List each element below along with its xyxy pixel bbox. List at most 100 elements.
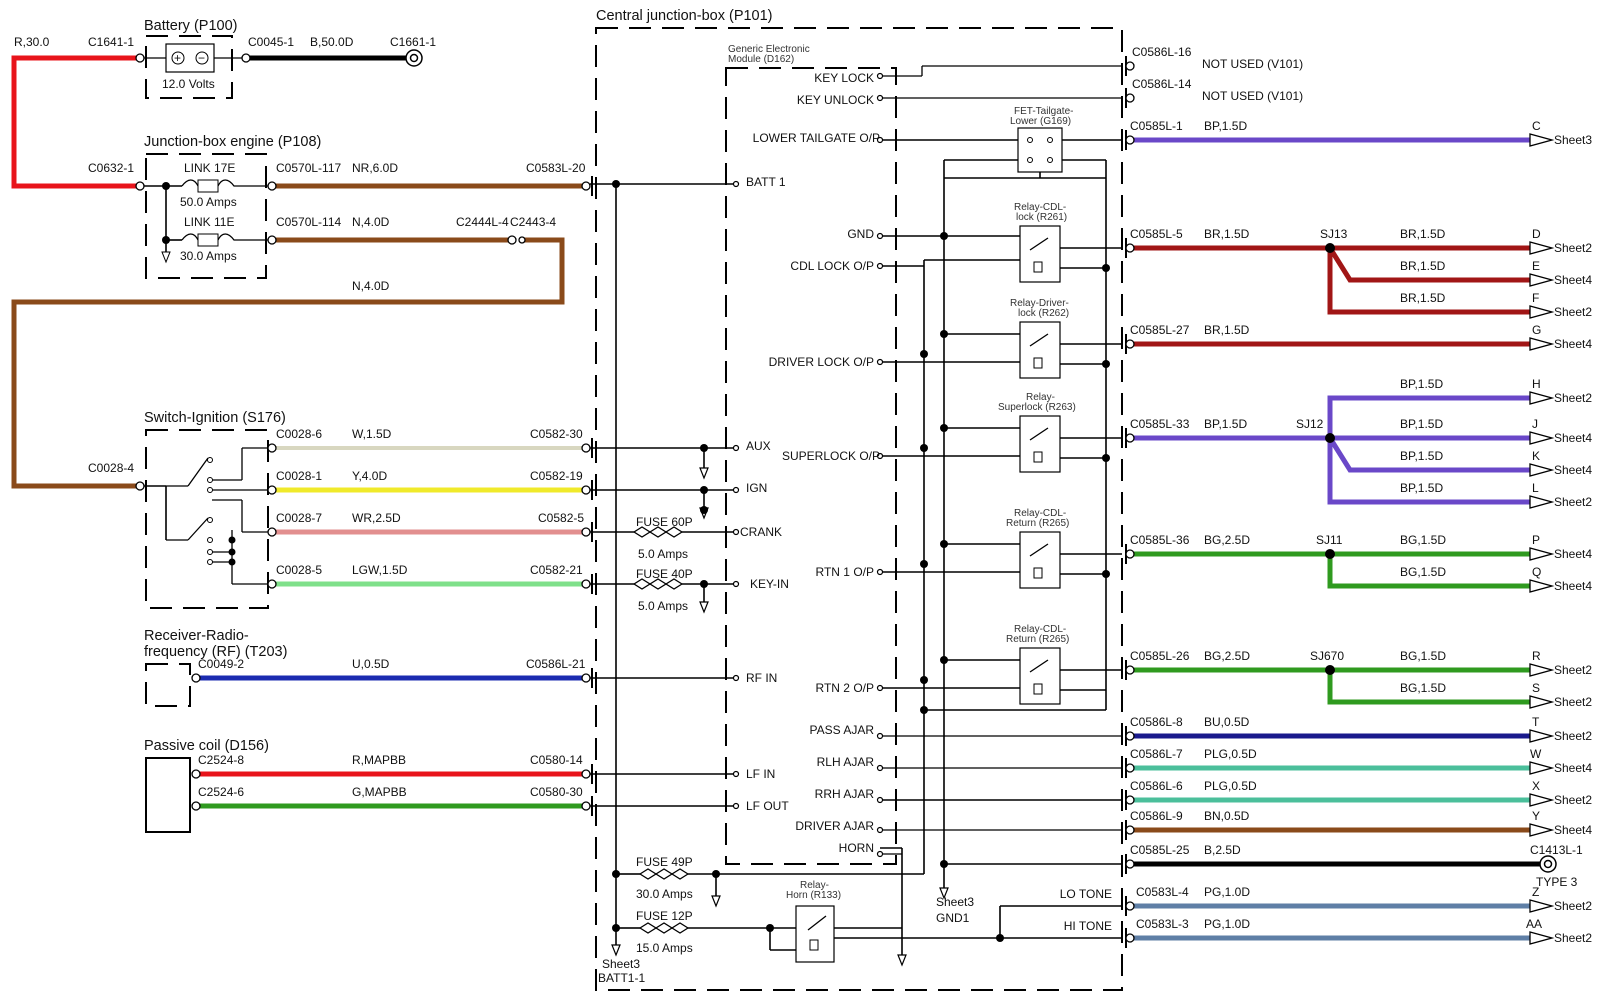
sheet-letter: C	[1532, 119, 1541, 133]
wire-label: Y,4.0D	[352, 469, 387, 483]
wire-label: B,50.0D	[310, 35, 354, 49]
pin-label: C2444L-4	[456, 215, 509, 229]
sheet-label: Sheet4	[1554, 823, 1592, 837]
signal-label: KEY-IN	[750, 577, 789, 591]
sheet-label: Sheet2	[1554, 241, 1592, 255]
signal-label: CRANK	[740, 525, 782, 539]
pin-label: C0585L-1	[1130, 119, 1183, 133]
fuse-rating: 30.0 Amps	[636, 887, 693, 901]
wire-label: BG,1.5D	[1400, 565, 1446, 579]
sheet-label: Sheet2	[1554, 729, 1592, 743]
fuse-label: FUSE 12P	[636, 909, 693, 923]
fuse-rating: 5.0 Amps	[638, 599, 688, 613]
sheet-letter: J	[1532, 417, 1538, 431]
wire-label: R,MAPBB	[352, 753, 406, 767]
pin-label: C0583L-3	[1136, 917, 1189, 931]
sheet-label: Sheet4	[1554, 337, 1592, 351]
sheet-label: Sheet2	[1554, 695, 1592, 709]
pin-label: C0580-14	[530, 753, 583, 767]
rf-box	[145, 663, 191, 707]
sheet-letter: H	[1532, 377, 1541, 391]
link-label: LINK 17E	[184, 161, 235, 175]
signal-label: DRIVER LOCK O/P	[769, 355, 874, 369]
pin-label: C0582-30	[530, 427, 583, 441]
sheet-arrows	[1529, 133, 1555, 945]
wire-label: W,1.5D	[352, 427, 392, 441]
sheet-letter: F	[1532, 291, 1539, 305]
gem-box	[725, 67, 897, 865]
wire-label: BP,1.5D	[1400, 377, 1443, 391]
pin-label: C0586L-16	[1132, 45, 1192, 59]
fuse-rating: 15.0 Amps	[636, 941, 693, 955]
sheet-label: Sheet4	[1554, 547, 1592, 561]
signal-label: RTN 1 O/P	[816, 565, 874, 579]
pin-label: C0586L-8	[1130, 715, 1183, 729]
splice-label: SJ670	[1310, 649, 1344, 663]
signal-label: LO TONE	[1060, 887, 1112, 901]
wire-label: WR,2.5D	[352, 511, 401, 525]
gem-title: Module (D162)	[728, 54, 794, 65]
wire-label: NR,6.0D	[352, 161, 398, 175]
pin-label: C0585L-25	[1130, 843, 1190, 857]
fuse-rating: 5.0 Amps	[638, 547, 688, 561]
pin-label: C0570L-117	[276, 161, 341, 175]
signal-label: PASS AJAR	[810, 723, 875, 737]
signal-label: RRH AJAR	[815, 787, 875, 801]
wire-label: BR,1.5D	[1400, 227, 1446, 241]
sheet-ref: BATT1-1	[598, 971, 645, 985]
sheet-letter: K	[1532, 449, 1540, 463]
note-label: NOT USED (V101)	[1202, 89, 1303, 103]
wire-label: BG,1.5D	[1400, 649, 1446, 663]
ignition-switch-icon	[144, 447, 268, 585]
pin-label: C0583L-4	[1136, 885, 1189, 899]
sheet-label: Sheet2	[1554, 931, 1592, 945]
pin-label: C2443-4	[510, 215, 556, 229]
wire-label: BU,0.5D	[1204, 715, 1250, 729]
pin-label: C0586L-21	[526, 657, 586, 671]
ignition-title: Switch-Ignition (S176)	[144, 410, 286, 426]
signal-label: RLH AJAR	[817, 755, 875, 769]
cjb-internal-wiring	[590, 180, 925, 967]
link-rating: 30.0 Amps	[180, 249, 237, 263]
signal-label: SUPERLOCK O/P	[782, 449, 880, 463]
sheet-label: Sheet2	[1554, 305, 1592, 319]
pin-label: C0585L-5	[1130, 227, 1183, 241]
link-label: LINK 11E	[184, 215, 234, 229]
sheet-ref: Sheet3	[936, 895, 974, 909]
relay-label: lock (R262)	[1018, 308, 1069, 319]
wire-label: BR,1.5D	[1400, 291, 1446, 305]
pin-label: C1661-1	[390, 35, 436, 49]
sheet-letter: G	[1532, 323, 1541, 337]
jbe-box	[145, 153, 267, 279]
wire-label: R,30.0	[14, 35, 50, 49]
wire-label: LGW,1.5D	[352, 563, 408, 577]
labels: Battery (P100) 12.0 Volts R,30.0 C1641-1…	[14, 8, 1592, 985]
pin-label: C0585L-27	[1130, 323, 1190, 337]
sheet-letter: S	[1532, 681, 1540, 695]
wire-label: BR,1.5D	[1204, 227, 1250, 241]
sheet-label: Sheet2	[1554, 899, 1592, 913]
sheet-label: Sheet2	[1554, 793, 1592, 807]
battery-icon: +−	[144, 43, 242, 73]
wire-label: U,0.5D	[352, 657, 390, 671]
signal-label: RTN 2 O/P	[816, 681, 874, 695]
ignition-box	[145, 429, 269, 609]
sheet-letter: X	[1532, 779, 1540, 793]
sheet-letter: Z	[1532, 885, 1539, 899]
signal-label: AUX	[746, 439, 771, 453]
sheet-letter: Q	[1532, 565, 1541, 579]
pin-circles	[135, 53, 1135, 943]
gem-title: Generic Electronic	[728, 44, 810, 55]
sheet-letter: D	[1532, 227, 1541, 241]
sheet-label: Sheet4	[1554, 761, 1592, 775]
signal-label: KEY UNLOCK	[797, 93, 874, 107]
pin-label: C0045-1	[248, 35, 294, 49]
link-rating: 50.0 Amps	[180, 195, 237, 209]
signal-label: LOWER TAILGATE O/P	[753, 131, 880, 145]
cjb-title: Central junction-box (P101)	[596, 8, 773, 24]
pin-label: C1413L-1	[1530, 843, 1583, 857]
wire-label: BR,1.5D	[1400, 259, 1446, 273]
wire-label: PG,1.0D	[1204, 917, 1250, 931]
signal-label: RF IN	[746, 671, 777, 685]
